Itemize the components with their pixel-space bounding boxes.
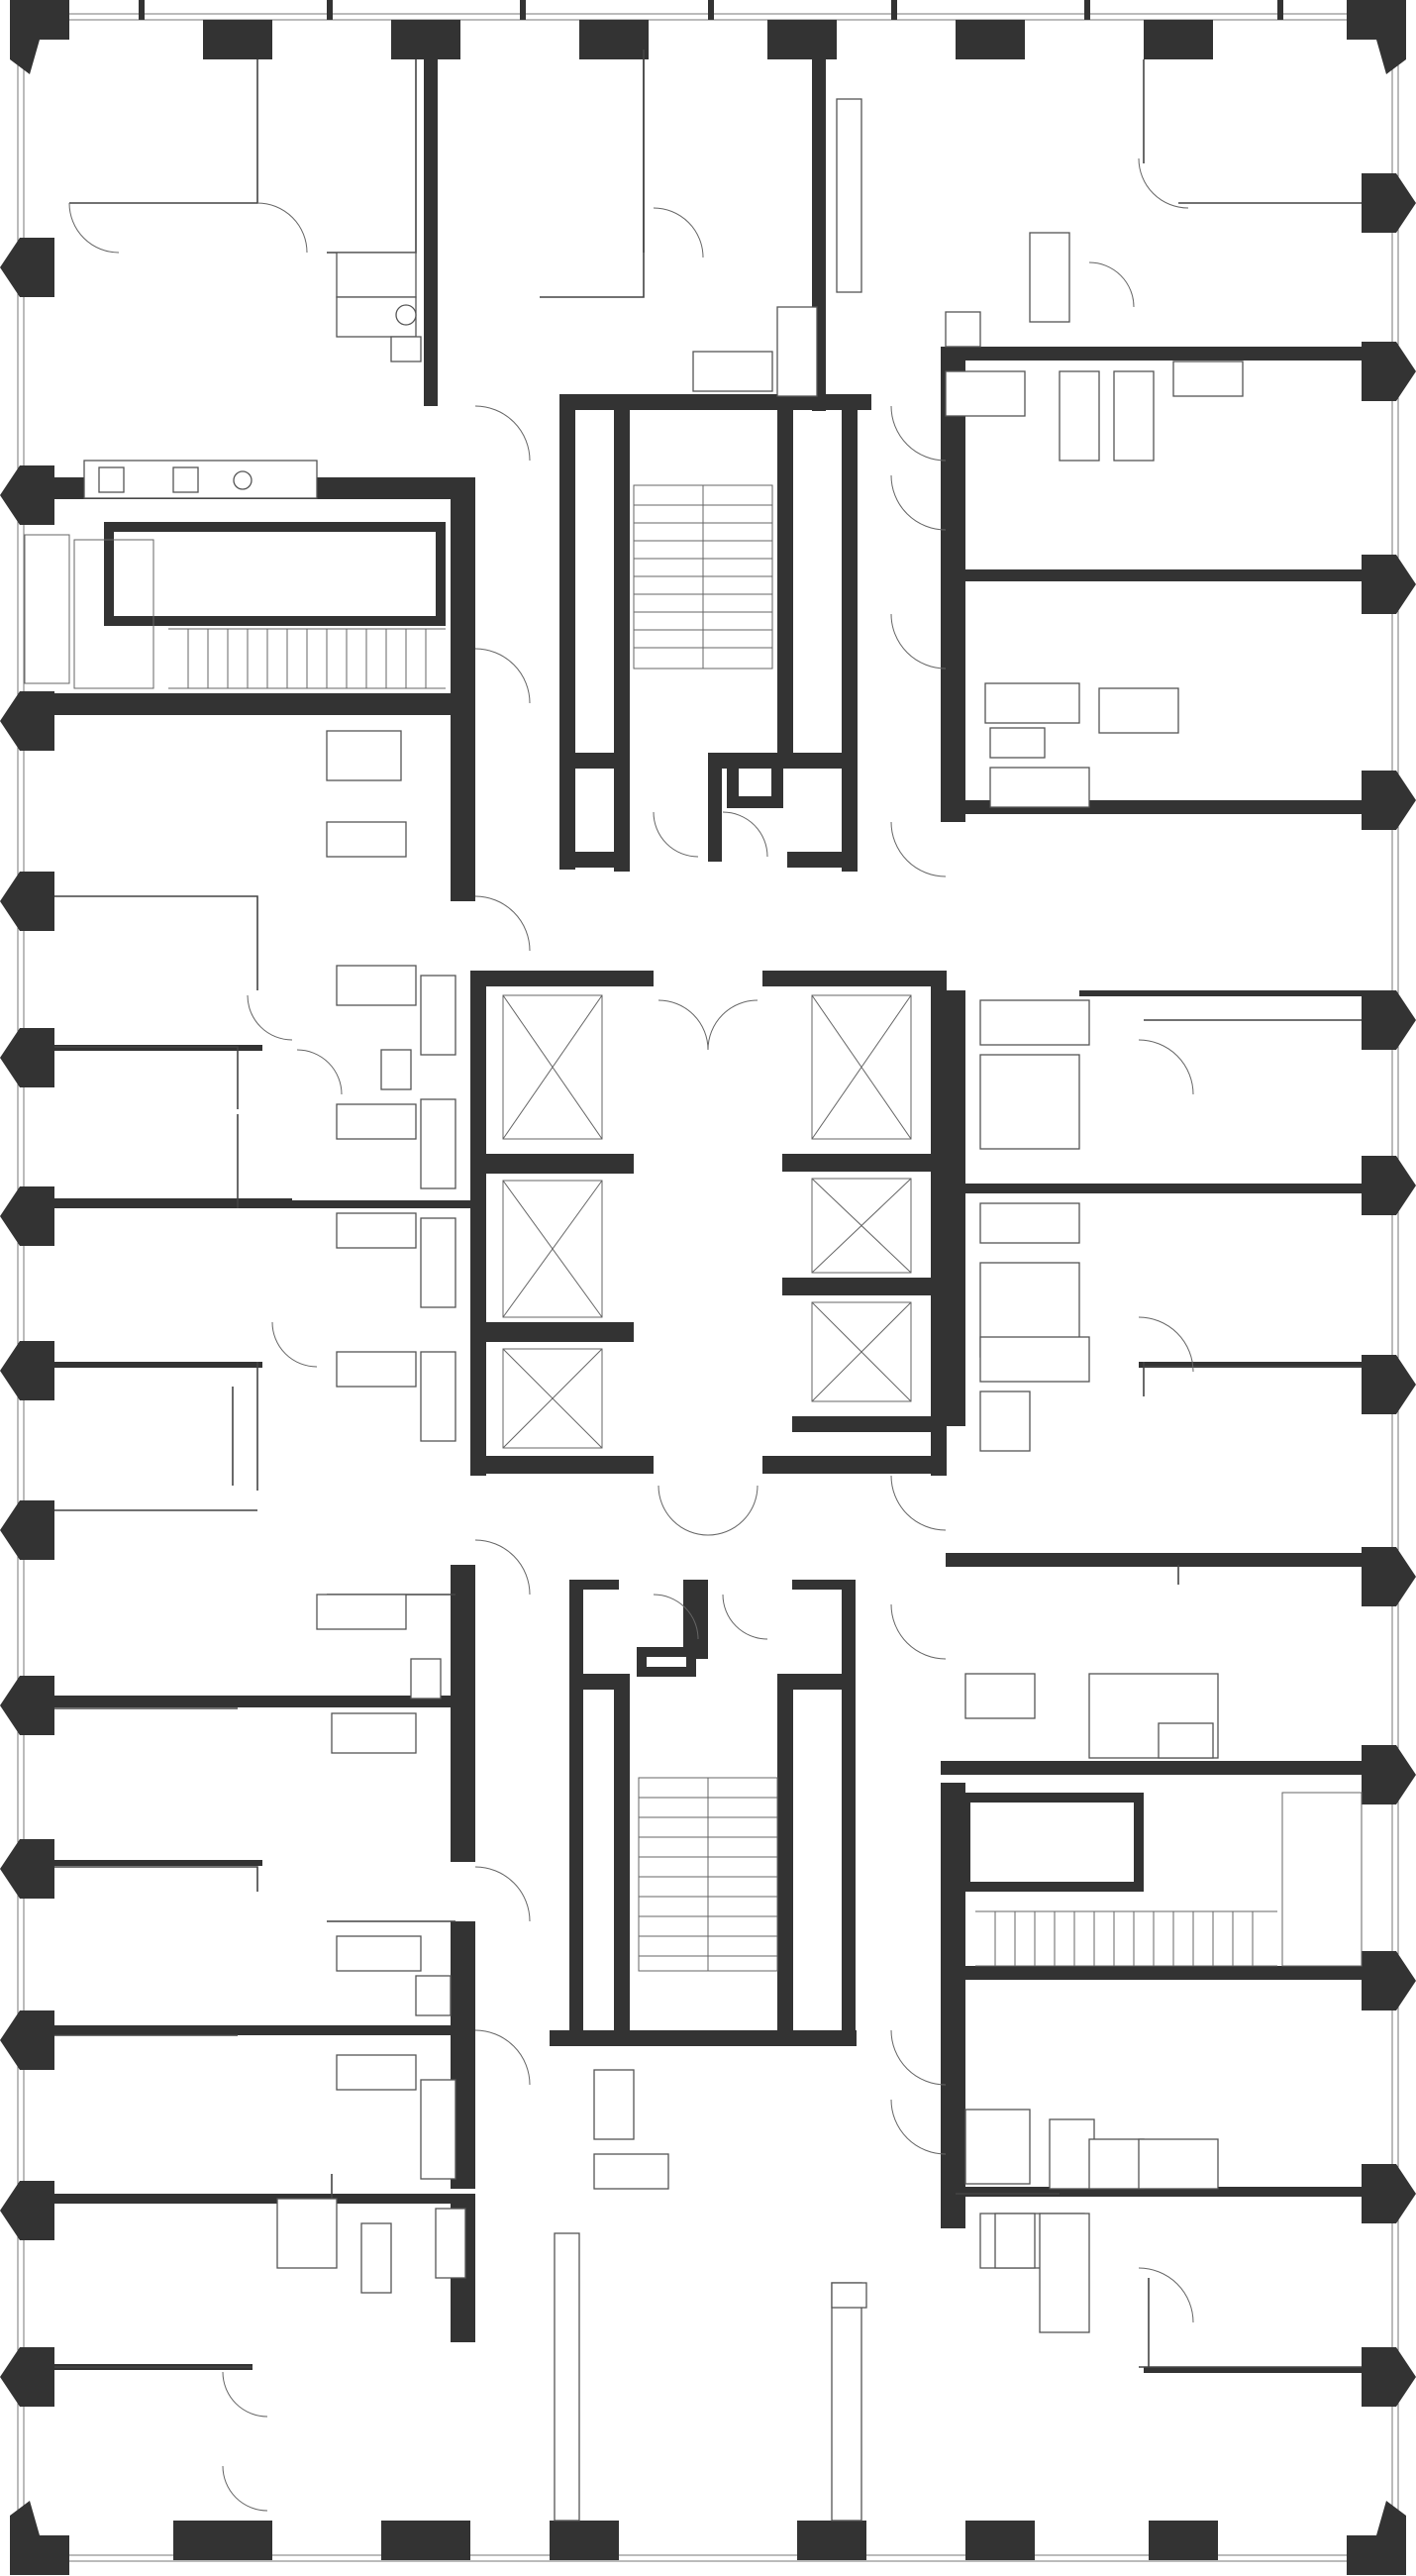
- elevator-core: [470, 971, 947, 1476]
- elevator-shaft-2[interactable]: [502, 1180, 603, 1318]
- left-fixtures: [83, 252, 669, 2522]
- bottom-columns: [173, 2521, 1218, 2560]
- lower-stair-core[interactable]: [550, 1580, 857, 2046]
- door-swings[interactable]: [68, 157, 1194, 2512]
- lower-stair-treads: [638, 1777, 778, 1972]
- elevator-shaft-5[interactable]: [811, 1178, 912, 1274]
- right-fixtures: [692, 98, 1244, 2522]
- left-partitions: [54, 50, 475, 2370]
- left-columns: [0, 238, 54, 2407]
- corner-columns: [10, 0, 1406, 2575]
- left-escape-stair: [24, 534, 446, 689]
- elevator-shaft-3[interactable]: [502, 1348, 603, 1449]
- elevator-shaft-4[interactable]: [811, 994, 912, 1140]
- upper-stair-core[interactable]: [559, 394, 871, 872]
- elevator-shaft-1[interactable]: [502, 994, 603, 1140]
- right-escape-stair: [975, 1792, 1363, 1967]
- upper-stair-treads: [633, 484, 773, 670]
- right-partitions: [812, 50, 1362, 2373]
- right-columns: [1362, 173, 1416, 2407]
- elevator-shaft-6[interactable]: [811, 1301, 912, 1402]
- top-columns: [139, 0, 1283, 59]
